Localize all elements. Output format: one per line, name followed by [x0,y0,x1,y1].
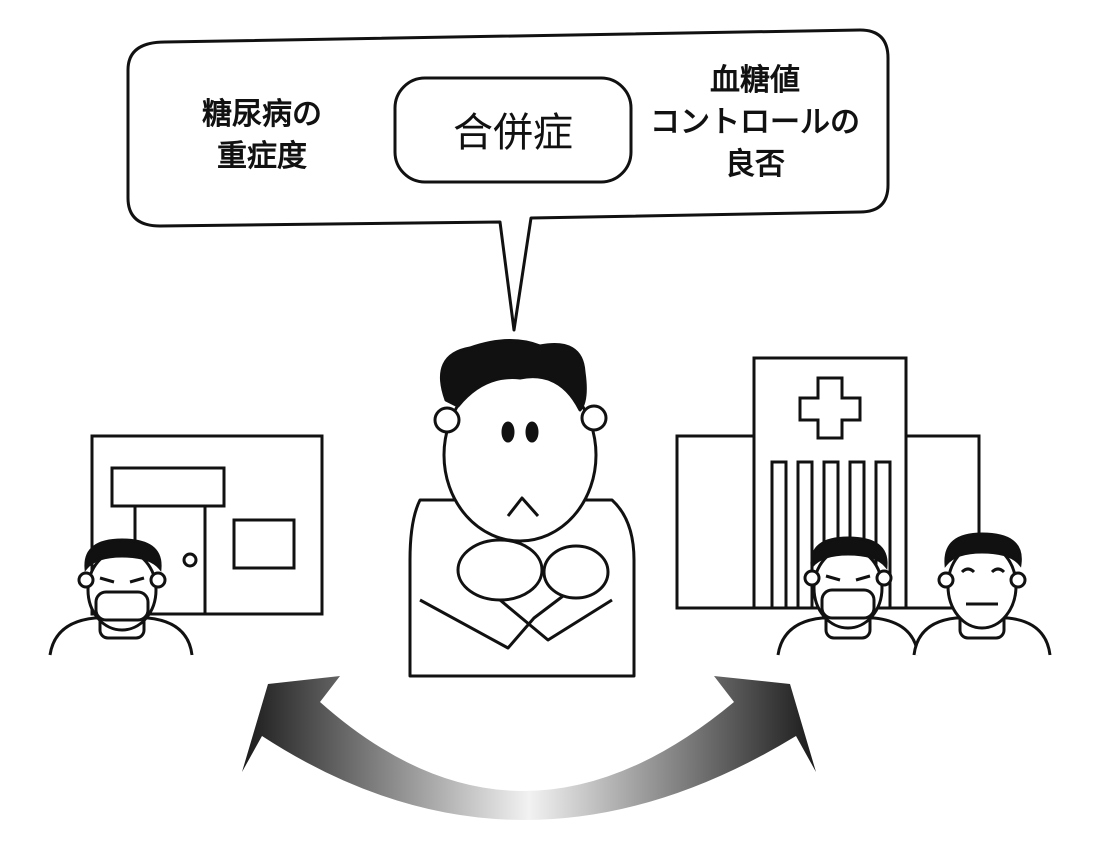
factor-glucose-line2: コントロールの [650,105,860,140]
red-cross-icon [798,376,862,440]
center-factor-box [393,76,633,184]
factor-glucose-line3: 良否 [725,147,785,182]
doctor-arms-crossed-icon [408,338,636,678]
factor-complication: 合併症 [453,110,573,156]
patient-right-2-icon [912,532,1052,656]
patient-right-1-icon [776,536,920,656]
factor-severity-line1: 糖尿病の [202,97,322,132]
patient-left-icon [48,538,194,656]
clinic-building-icon [90,434,324,616]
factor-severity-line2: 重症度 [217,139,307,174]
speech-bubble [126,28,890,332]
factor-glucose-line1: 血糖値 [710,63,800,98]
cycle-arrow-icon [242,676,816,820]
